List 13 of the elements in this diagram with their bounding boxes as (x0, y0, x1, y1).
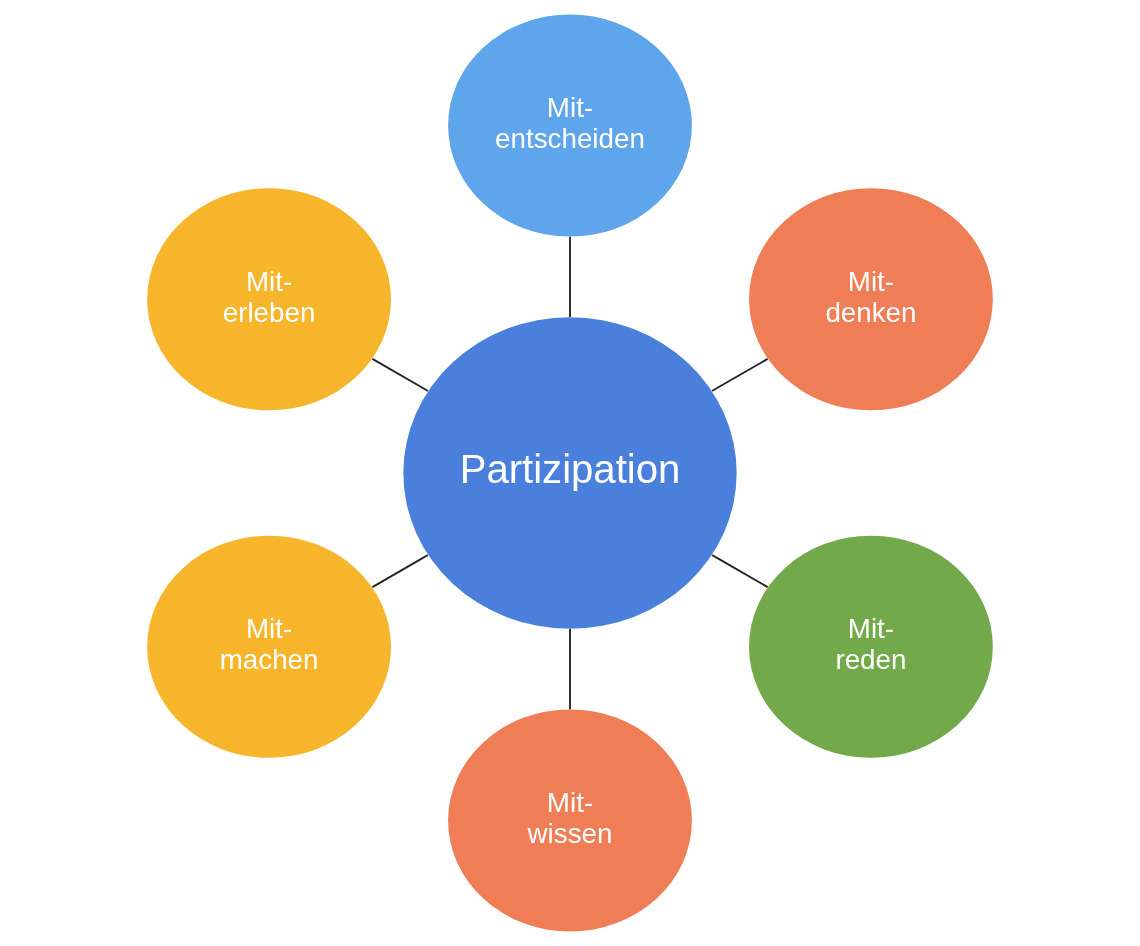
connector (569, 235, 571, 318)
connector (371, 554, 429, 588)
node-circle: Mit- entscheiden (448, 14, 692, 237)
connector (371, 358, 429, 392)
node-circle: Partizipation (403, 317, 737, 629)
node-circle: Mit- reden (749, 535, 993, 758)
connector (711, 554, 769, 588)
node-circle: Mit- denken (749, 188, 993, 411)
connector (569, 628, 571, 711)
connector (711, 358, 769, 392)
node-circle: Mit- wissen (448, 709, 692, 932)
node-circle: Mit- erleben (147, 188, 391, 411)
node-circle: Mit- machen (147, 535, 391, 758)
